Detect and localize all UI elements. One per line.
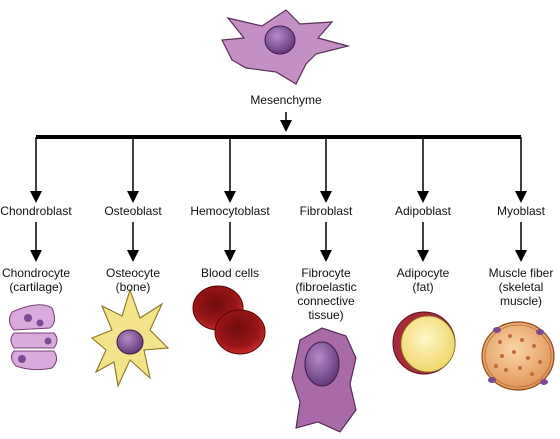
cell-type-label: Chondrocyte (cartilage) bbox=[1, 266, 71, 294]
progenitor-label: Hemocytoblast bbox=[190, 204, 270, 218]
cell-type-label: Adipocyte (fat) bbox=[396, 266, 450, 294]
mesenchyme-cell-icon bbox=[221, 9, 351, 85]
cell-type-label: Fibrocyte (fibroelastic connective tissu… bbox=[295, 266, 357, 322]
blood-cells-icon bbox=[192, 285, 266, 355]
chondrocyte-icon bbox=[8, 304, 58, 371]
adipocyte-icon bbox=[392, 311, 456, 375]
muscle-fiber-icon bbox=[481, 321, 555, 391]
progenitor-label: Chondroblast bbox=[0, 204, 72, 218]
progenitor-label: Adipoblast bbox=[394, 204, 452, 218]
root-label: Mesenchyme bbox=[250, 93, 322, 107]
progenitor-label: Osteoblast bbox=[104, 204, 162, 218]
progenitor-label: Fibroblast bbox=[299, 204, 353, 218]
fibrocyte-icon bbox=[291, 327, 357, 433]
cell-type-label: Blood cells bbox=[200, 266, 260, 280]
osteocyte-icon bbox=[90, 288, 170, 388]
cell-type-label: Muscle fiber (skeletal muscle) bbox=[488, 266, 554, 308]
progenitor-label: Myoblast bbox=[496, 204, 546, 218]
cell-type-label: Osteocyte (bone) bbox=[105, 266, 161, 294]
